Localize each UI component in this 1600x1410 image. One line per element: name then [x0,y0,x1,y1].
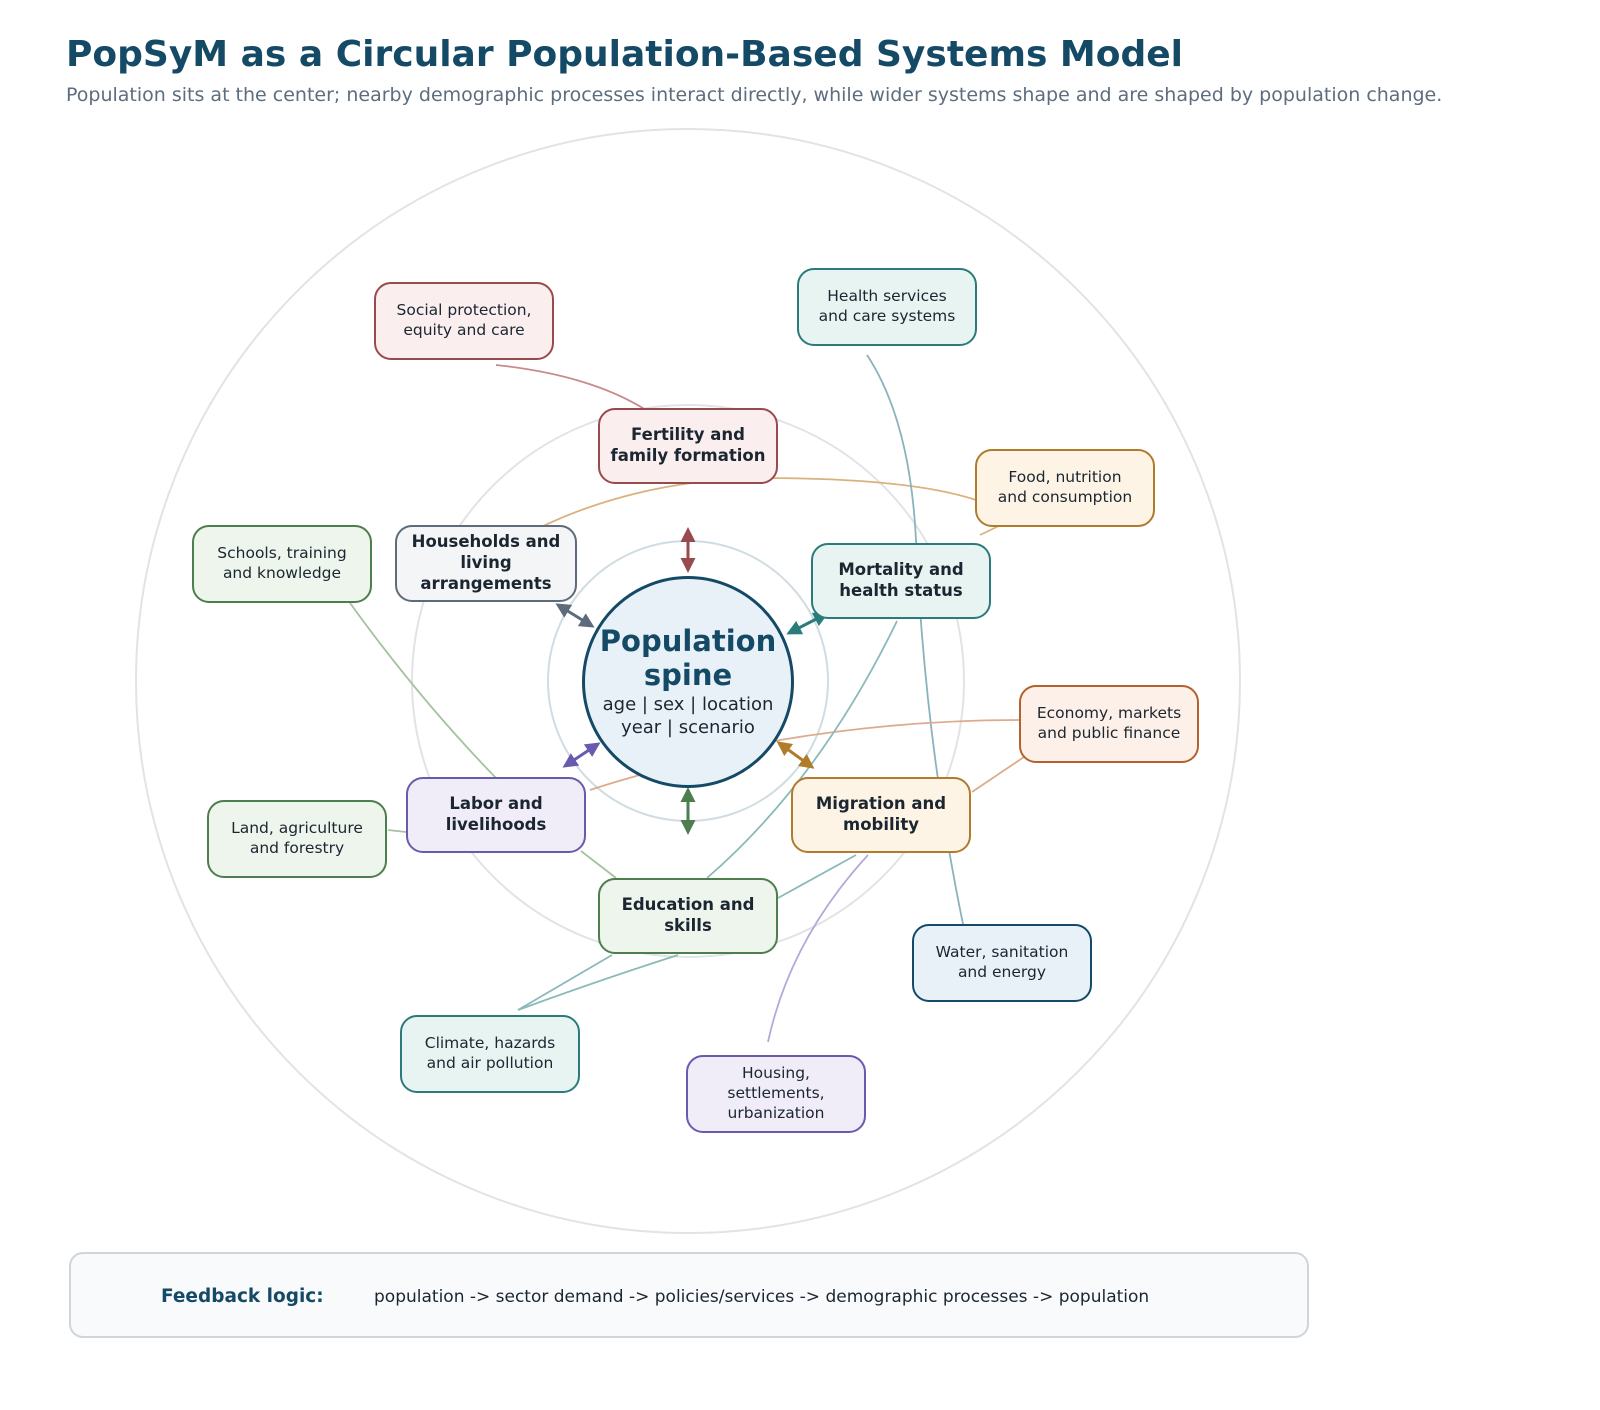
node-label: Labor and livelihoods [445,794,547,834]
climate-education-link-1 [517,954,613,1011]
process-node-mortality[interactable]: Mortality and health status [811,543,991,619]
middle-ring [411,404,965,958]
system-node-health[interactable]: Health services and care systems [797,268,977,346]
outer-ring [135,128,1241,1234]
system-node-climate[interactable]: Climate, hazards and air pollution [400,1015,580,1093]
center-subtitle: age | sex | location year | scenario [602,694,774,738]
process-node-labor[interactable]: Labor and livelihoods [406,777,586,853]
node-label: Fertility and family formation [610,425,766,465]
node-label: Economy, markets and public finance [1036,704,1182,742]
node-label: Health services and care systems [818,287,956,325]
system-node-social[interactable]: Social protection, equity and care [374,282,554,360]
system-node-land[interactable]: Land, agriculture and forestry [207,800,387,878]
labor-interaction-arrow [562,742,601,768]
node-label: Housing, settlements, urbanization [727,1064,825,1122]
node-label: Social protection, equity and care [396,301,532,339]
node-label: Households and living arrangements [411,532,561,593]
housing-migration-link [767,854,869,1043]
land-labor-link [387,829,407,833]
page-subtitle: Population sits at the center; nearby de… [66,84,1443,106]
process-node-fertility[interactable]: Fertility and family formation [598,408,778,484]
system-node-economy[interactable]: Economy, markets and public finance [1019,685,1199,763]
system-node-food[interactable]: Food, nutrition and consumption [975,449,1155,527]
node-label: Climate, hazards and air pollution [424,1034,556,1072]
node-label: Land, agriculture and forestry [231,819,363,857]
page-title: PopSyM as a Circular Population-Based Sy… [66,34,1184,75]
migration-education-link [777,854,857,899]
feedback-logic-text: population -> sector demand -> policies/… [374,1287,1150,1307]
center-title: Population spine [599,623,777,692]
climate-education-link-2 [517,954,679,1011]
node-label: Mortality and health status [838,560,964,600]
process-node-households[interactable]: Households and living arrangements [395,525,577,602]
feedback-logic-label: Feedback logic: [161,1286,324,1307]
population-spine-node[interactable]: Population spine age | sex | location ye… [582,576,794,788]
economy-migration-link [971,756,1025,793]
schools-labor-link [349,602,498,780]
economy-labor-link [589,719,1021,791]
feedback-logic-panel: Feedback logic: population -> sector dem… [69,1252,1309,1338]
process-node-education[interactable]: Education and skills [598,878,778,954]
social-fertility-link [495,364,647,411]
system-node-schools[interactable]: Schools, training and knowledge [192,525,372,603]
households-interaction-arrow [555,603,595,628]
node-label: Water, sanitation and energy [935,943,1069,981]
labor-education-link [580,850,617,879]
node-label: Schools, training and knowledge [217,544,347,582]
node-label: Food, nutrition and consumption [997,468,1133,506]
node-label: Education and skills [621,895,755,935]
process-node-migration[interactable]: Migration and mobility [791,777,971,853]
node-label: Migration and mobility [815,794,947,834]
system-node-housing[interactable]: Housing, settlements, urbanization [686,1055,866,1133]
migration-interaction-arrow [776,741,815,769]
system-node-water[interactable]: Water, sanitation and energy [912,924,1092,1002]
